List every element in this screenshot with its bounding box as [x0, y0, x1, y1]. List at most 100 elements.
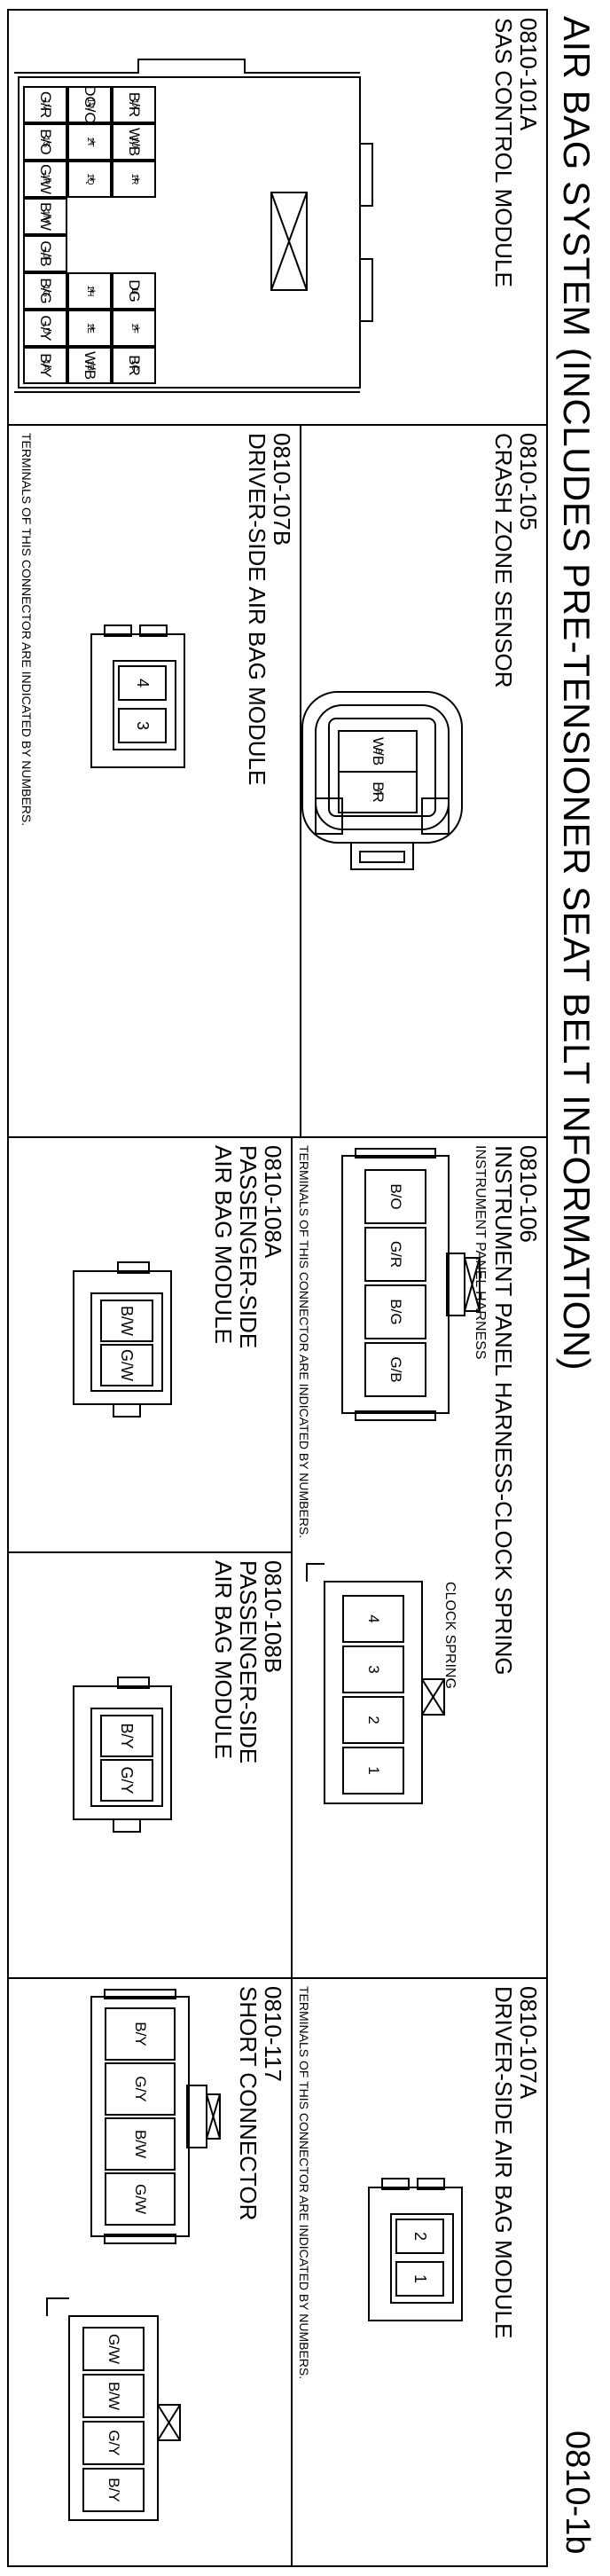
short-connector-outlines: [46, 1989, 221, 2521]
ip-harness-pin-1: G/R: [364, 1227, 426, 1282]
pin-number: 1G: [41, 285, 51, 297]
pass-a-pin-2: G/W: [100, 1344, 153, 1386]
sas-mid-right-cell-1: 1E*: [67, 310, 112, 347]
ip-clock-outlines: [306, 1148, 481, 1804]
pin-number: 1W: [85, 98, 95, 112]
sas-mid-right-cell-0: 1H*: [67, 272, 112, 310]
short-left-pin-2: B/W: [105, 2117, 176, 2171]
driver-a-terminal-2: 2: [395, 2219, 444, 2254]
pin-number: 1C: [129, 359, 139, 372]
wire-color: B/Y: [106, 2478, 122, 2502]
wire-color: B/G: [387, 1299, 404, 1325]
driver-b-terminal-4: 4: [118, 665, 167, 701]
pass-b-pin-2: G/Y: [100, 1759, 153, 1802]
driver-b-terminal-3: 3: [118, 708, 167, 743]
clock-spring-terminal-2: 2: [342, 1696, 404, 1744]
pin-number: 1R: [129, 173, 139, 185]
sas-mid-left-cell-2: 1Q*: [67, 161, 112, 198]
pin-number: 1T: [85, 137, 95, 147]
pin-number: 1U: [129, 136, 139, 148]
ip-harness-pin-3: G/B: [364, 1342, 426, 1397]
wire-color: G/Y: [132, 2076, 149, 2102]
ip-harness-pin-0: B/O: [364, 1169, 426, 1224]
pin-number: 1A: [41, 359, 51, 372]
wire-color: B/W: [132, 2129, 149, 2159]
pin-number: 1H: [85, 285, 95, 297]
clock-spring-terminal-0: 4: [342, 1595, 404, 1643]
wire-color: 4: [365, 1614, 382, 1623]
driver-a-connector-outline: [368, 2178, 463, 2321]
driver-a-terminal-1: 1: [395, 2261, 444, 2297]
panel-passenger-airbag-108b: 0810-108B PASSENGER-SIDE AIR BAG MODULE …: [7, 1551, 293, 1979]
panel-driver-airbag-107b: 0810-107B DRIVER-SIDE AIR BAG MODULE 4 3…: [7, 424, 301, 1138]
pin-number: 1D: [41, 322, 51, 334]
panel-crash-zone-sensor: 0810-105 CRASH ZONE SENSOR B W/B A BR: [300, 424, 548, 1138]
crash-pin-b: B W/B: [338, 730, 418, 773]
pin-number: 1Q: [85, 173, 95, 185]
panel-driver-airbag-107a: 0810-107A DRIVER-SIDE AIR BAG MODULE 2 1…: [291, 1977, 548, 2567]
sas-mid-left-cell-1: 1T*: [67, 123, 112, 161]
sas-bottom-right-cell-1: 1F*: [112, 310, 156, 347]
terminals-note: TERMINALS OF THIS CONNECTOR ARE INDICATE…: [297, 1145, 311, 1539]
wire-color: G/Y: [106, 2430, 122, 2456]
pin-number: 1J: [41, 248, 51, 259]
pass-a-pin-1: B/W: [100, 1300, 153, 1342]
crash-pin-a: A BR: [338, 771, 418, 813]
wire-color: 1: [365, 1766, 382, 1775]
sas-bottom-left-cell-2: 1R*: [112, 161, 156, 198]
wire-color: G/B: [387, 1356, 404, 1383]
page-code: 0810-1b: [559, 2431, 596, 2555]
wire-color: G/R: [387, 1240, 404, 1268]
wire-color: G/W: [106, 2334, 122, 2364]
pin-number: 1I: [129, 287, 139, 295]
short-right-pin-3: B/Y: [82, 2468, 145, 2512]
driver-b-connector-outline: [90, 624, 185, 768]
pass-b-connector-outline: [73, 1677, 172, 1833]
pass-a-connector-outline: [73, 1261, 172, 1418]
pin-number: 1B: [85, 359, 95, 372]
page-title: AIR BAG SYSTEM (INCLUDES PRE-TENSIONER S…: [556, 16, 598, 1371]
short-left-pin-1: G/Y: [105, 2062, 176, 2116]
crash-zone-connector-outline: [301, 691, 463, 870]
wire-color: B/Y: [132, 2022, 149, 2046]
short-right-pin-0: G/W: [82, 2327, 145, 2371]
panel-passenger-airbag-108a: 0810-108A PASSENGER-SIDE AIR BAG MODULE …: [7, 1136, 293, 1553]
terminals-note: TERMINALS OF THIS CONNECTOR ARE INDICATE…: [297, 1986, 311, 2380]
pin-number: B: [373, 748, 383, 755]
wire-color: B/W: [106, 2381, 122, 2411]
terminals-note: TERMINALS OF THIS CONNECTOR ARE INDICATE…: [20, 433, 34, 827]
clock-spring-terminal-1: 3: [342, 1645, 404, 1693]
pin-number: 1E: [85, 322, 95, 334]
pin-number: 1P: [41, 173, 51, 185]
short-left-pin-3: G/W: [105, 2172, 176, 2226]
pin-number: 1S: [41, 136, 51, 148]
pass-b-pin-1: B/Y: [100, 1715, 153, 1757]
wire-color: 3: [365, 1665, 382, 1674]
pin-number: 1V: [41, 98, 51, 111]
pin-number: 1X: [129, 98, 139, 111]
clock-spring-terminal-3: 1: [342, 1747, 404, 1795]
ip-harness-pin-2: B/G: [364, 1284, 426, 1339]
panel-ip-harness-clock-spring: 0810-106 INSTRUMENT PANEL HARNESS-CLOCK …: [291, 1136, 548, 1979]
short-right-pin-2: G/Y: [82, 2421, 145, 2465]
short-right-pin-1: B/W: [82, 2374, 145, 2418]
pin-number: A: [373, 789, 383, 796]
wire-color: B/O: [387, 1183, 404, 1210]
pin-number: 1F: [129, 323, 139, 334]
